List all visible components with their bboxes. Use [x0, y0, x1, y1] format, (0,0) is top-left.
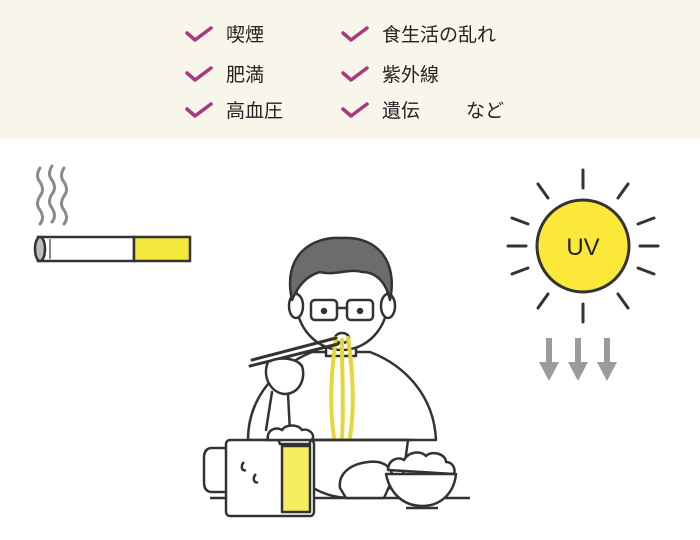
check-mark-icon: [341, 101, 369, 118]
risk-label: 食生活の乱れ: [382, 24, 497, 46]
risk-label: 高血圧: [226, 100, 284, 122]
check-mark-icon: [185, 65, 213, 82]
risk-label: 喫煙: [226, 24, 265, 46]
risk-item-smoking: 喫煙: [184, 20, 264, 47]
risk-item-diet: 食生活の乱れ: [340, 20, 496, 47]
beer-mug-icon: [202, 431, 316, 518]
smoke-wave-icon: [36, 164, 68, 226]
foam-pile-icon: [266, 424, 315, 442]
uv-label: UV: [566, 234, 599, 261]
risk-label: 紫外線: [382, 64, 440, 86]
man-eating-ramen-icon: [246, 236, 438, 442]
risk-label: 遺伝: [382, 100, 421, 122]
risk-factor-panel: 喫煙 肥満 高血圧 食生活の乱れ 紫外線 遺伝 など: [0, 0, 700, 138]
risk-item-hypertension: 高血圧: [184, 96, 283, 123]
cigarette-icon: [33, 235, 192, 263]
check-mark-icon: [185, 101, 213, 118]
etc-label: など: [466, 100, 505, 122]
risk-item-heredity: 遺伝 など: [340, 96, 504, 123]
sun-icon: UV: [506, 168, 660, 324]
check-mark-icon: [185, 25, 213, 42]
rice-bowl-icon: [384, 451, 458, 510]
risk-label: 肥満: [226, 64, 265, 86]
check-mark-icon: [341, 25, 369, 42]
risk-item-uv: 紫外線: [340, 60, 439, 87]
check-mark-icon: [341, 65, 369, 82]
risk-item-obesity: 肥満: [184, 60, 264, 87]
down-arrow-icon: [539, 338, 617, 381]
